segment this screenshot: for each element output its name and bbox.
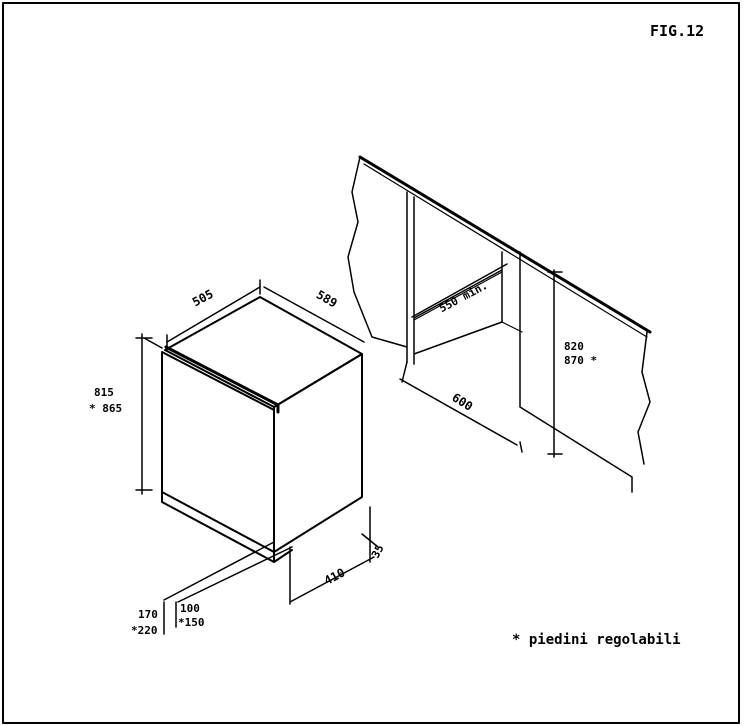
niche-back <box>413 251 503 365</box>
dim-410: 410 <box>322 565 348 588</box>
door-top-edge <box>164 345 280 414</box>
dim-870: 870 * <box>564 354 597 367</box>
note-text: * piedini regolabili <box>512 632 681 648</box>
dim-line-35 <box>361 533 379 548</box>
niche-inner-line <box>413 271 503 321</box>
dim-150: *150 <box>178 616 205 629</box>
dim-ticks-505 <box>166 279 261 351</box>
plinth-dim-lines <box>163 601 177 635</box>
dim-ext-410 <box>289 506 371 605</box>
dim-ticks-820 <box>547 271 563 455</box>
dim-line-505 <box>166 286 261 343</box>
dim-line-589 <box>263 286 365 343</box>
dim-600: 600 <box>449 390 475 413</box>
dim-550: 550 min. <box>437 279 490 315</box>
appliance-side-face <box>273 353 363 553</box>
dim-865: * 865 <box>89 402 122 415</box>
plinth-ext-lines <box>163 541 293 603</box>
figure-title: FIG.12 <box>650 22 704 40</box>
dim-220: *220 <box>131 624 158 637</box>
dim-line-410 <box>289 556 375 603</box>
dim-100: 100 <box>180 602 200 615</box>
dim-820: 820 <box>564 340 584 353</box>
dim-589: 589 <box>314 287 340 310</box>
worktop-underside <box>363 163 648 338</box>
dim-505: 505 <box>190 287 216 310</box>
dim-170: 170 <box>138 608 158 621</box>
appliance-drawing: 505 589 815 * 865 410 35 170 *220 100 *1… <box>89 279 387 637</box>
appliance-door <box>161 351 275 553</box>
left-cabinet-side <box>406 191 415 363</box>
appliance-plinth <box>161 491 293 563</box>
dim-line-600 <box>399 378 518 446</box>
right-cabinet-break <box>637 331 651 465</box>
dim-815: 815 <box>94 386 114 399</box>
dim-35: 35 <box>369 543 387 561</box>
dim-ticks-815 <box>135 337 163 491</box>
worktop-edge <box>358 155 652 334</box>
niche-drawing: 550 min. 600 820 870 * <box>347 155 652 493</box>
right-cabinet-front <box>519 251 633 493</box>
appliance-top-face <box>164 296 363 408</box>
left-cabinet-break <box>347 156 408 348</box>
dim-line-550 <box>411 263 508 318</box>
dim-ticks-600 <box>401 361 523 453</box>
niche-floor-corner <box>501 321 523 333</box>
